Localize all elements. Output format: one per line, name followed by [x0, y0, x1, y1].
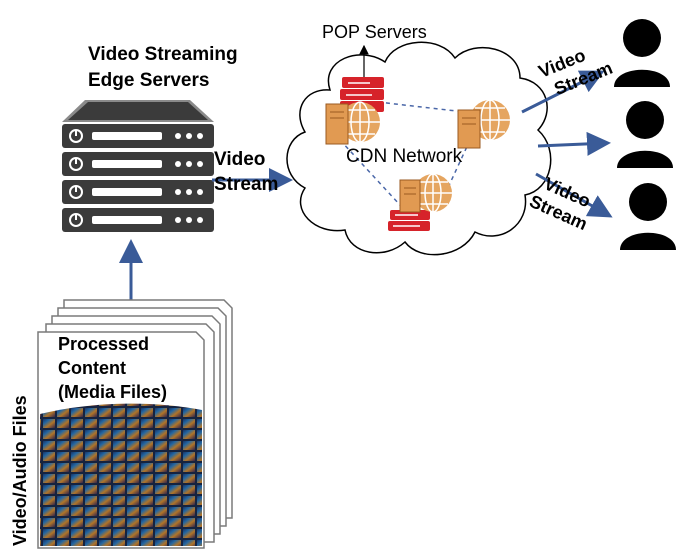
media-file-stack	[37, 299, 233, 549]
content-label-line3: (Media Files)	[58, 382, 168, 402]
user-icon	[620, 183, 676, 250]
cdn-to-user-top-arrow	[521, 70, 605, 114]
edge-servers-label: Video Streaming Edge Servers	[88, 42, 238, 94]
user-icon	[617, 101, 673, 168]
cdn-to-user-bottom-arrow	[535, 172, 613, 218]
processed-content-label: Processed Content (Media Files)	[58, 332, 167, 404]
user-icon	[614, 19, 670, 87]
content-label-line2: Content	[58, 358, 126, 378]
edge-server-rack	[62, 100, 214, 232]
cdn-node-bottom	[399, 173, 452, 213]
content-label-line1: Processed	[58, 334, 150, 354]
edge-servers-label-line2: Edge Servers	[88, 70, 210, 91]
video-wall-image	[40, 403, 202, 546]
server-unit	[62, 152, 214, 176]
edge-to-cdn-stream-label: Video Stream	[214, 147, 278, 197]
pop-servers-label: POP Servers	[322, 22, 427, 42]
stream-label-line2: Stream	[214, 174, 279, 195]
edge-servers-label-line1: Video Streaming	[88, 44, 238, 65]
server-unit	[62, 208, 214, 232]
server-unit	[62, 124, 214, 148]
server-unit	[62, 180, 214, 204]
stream-label-line1: Video	[214, 149, 266, 170]
cdn-to-user-middle-arrow	[537, 131, 611, 156]
cdn-node-left	[325, 101, 380, 145]
video-audio-files-label: Video/Audio Files	[10, 395, 30, 546]
cdn-network-label: CDN Network	[346, 146, 463, 167]
cdn-node-right	[457, 99, 510, 149]
